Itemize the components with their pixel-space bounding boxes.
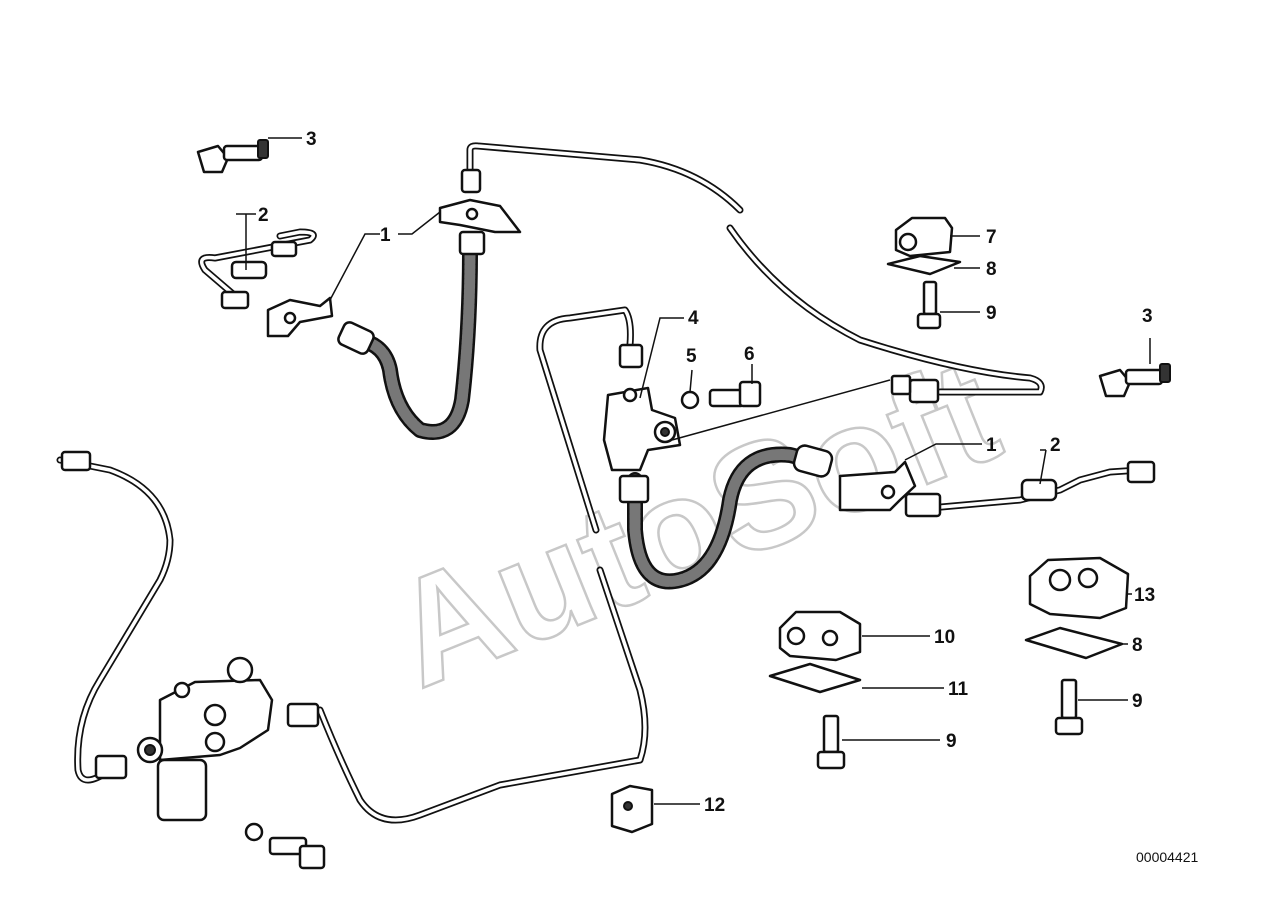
callout-1-right: 1 [986,435,997,456]
pipe-clamp-13 [1028,556,1130,620]
callout-9-center: 9 [946,731,957,752]
callout-9-top: 9 [986,303,997,324]
screw-9-right [1054,678,1084,736]
clamp-plate-8-top [886,254,962,276]
brake-pressure-regulator [136,656,274,822]
bleeder-valve-right [1098,363,1171,398]
callout-3-right: 3 [1142,306,1153,327]
top-brake-pipe [460,142,1045,404]
bleeder-valve-top-left [196,139,269,174]
pipe-clamp-10 [778,610,862,662]
callout-2-right: 2 [1050,435,1061,456]
pipe-clip-12 [610,784,654,834]
left-clamp-bracket [266,296,334,338]
callout-3-top-left: 3 [306,129,317,150]
callout-6: 6 [744,344,755,365]
leader-lines [236,137,1151,805]
right-clamp-bracket [838,460,917,512]
right-short-pipe [904,460,1156,518]
regulator-bolt [244,822,326,870]
clamp-plate-11 [768,662,862,694]
callout-4: 4 [688,308,699,329]
upper-flex-hose [337,230,486,440]
callout-7: 7 [986,227,997,248]
pipe-clamp-7 [894,216,954,258]
callout-12: 12 [704,795,725,816]
callout-2-top-left: 2 [258,205,269,226]
clamp-plate-8-right [1024,626,1124,660]
callout-11: 11 [948,679,969,700]
left-pipe [56,450,174,784]
tee-to-right-pipe [671,379,891,441]
short-pipe-top-left [198,228,317,310]
upper-bracket [438,198,522,234]
callout-10: 10 [934,627,955,648]
callout-9-right: 9 [1132,691,1143,712]
callout-8-top: 8 [986,259,997,280]
document-number: 00004421 [1136,849,1199,865]
middle-flex-hose [618,444,834,590]
callout-1-top-left: 1 [380,225,391,246]
distribution-tee [602,386,682,472]
screw-9-center [816,714,846,770]
callout-8-right: 8 [1132,635,1143,656]
screw-9-top [916,280,942,330]
center-pipe [286,306,649,824]
washer-5 [680,390,700,410]
bolt-6 [708,380,762,408]
callout-13: 13 [1134,585,1155,606]
callout-5: 5 [686,346,697,367]
